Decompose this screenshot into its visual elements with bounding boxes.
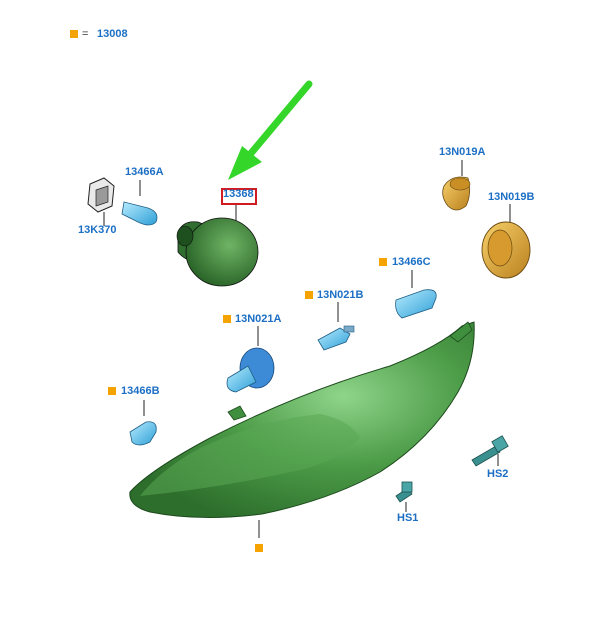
bulb-13466A bbox=[121, 180, 158, 226]
highlight-box bbox=[221, 188, 257, 205]
orange-square-marker-icon bbox=[255, 544, 263, 552]
label-13N019B[interactable]: 13N019B bbox=[488, 191, 535, 203]
label-13466B[interactable]: 13466B bbox=[121, 385, 160, 397]
orange-square-marker-icon bbox=[223, 315, 231, 323]
orange-square-marker-icon bbox=[305, 291, 313, 299]
bulb-13N021A bbox=[226, 326, 275, 393]
label-13466A[interactable]: 13466A bbox=[125, 166, 164, 178]
label-13N021B[interactable]: 13N021B bbox=[317, 289, 364, 301]
screw-HS1 bbox=[395, 481, 413, 512]
green-pointer-arrow-icon bbox=[228, 80, 313, 180]
retaining-ring-13N019B bbox=[481, 204, 531, 279]
orange-square-marker-icon bbox=[70, 30, 78, 38]
retaining-ring-13N019A bbox=[442, 160, 471, 211]
label-HS1[interactable]: HS1 bbox=[397, 512, 419, 524]
label-13N019A[interactable]: 13N019A bbox=[439, 146, 486, 158]
bulb-13466B bbox=[129, 400, 157, 446]
headlamp-assembly-13008 bbox=[129, 321, 475, 538]
screw-HS2 bbox=[471, 435, 509, 467]
orange-square-marker-icon bbox=[108, 387, 116, 395]
label-13N021A[interactable]: 13N021A bbox=[235, 313, 282, 325]
side-lamp-cover-13368 bbox=[176, 204, 259, 287]
bulb-socket-13K370 bbox=[87, 177, 115, 226]
legend-equals: = bbox=[82, 28, 89, 40]
label-13K370[interactable]: 13K370 bbox=[78, 224, 117, 236]
bulb-13466C bbox=[395, 270, 437, 319]
label-13368[interactable]: 13368 bbox=[223, 188, 254, 200]
label-HS2[interactable]: HS2 bbox=[487, 468, 509, 480]
label-13466C[interactable]: 13466C bbox=[392, 256, 431, 268]
orange-square-marker-icon bbox=[379, 258, 387, 266]
bulb-13N021B bbox=[317, 302, 355, 351]
legend-part-13008: 13008 bbox=[97, 28, 128, 40]
